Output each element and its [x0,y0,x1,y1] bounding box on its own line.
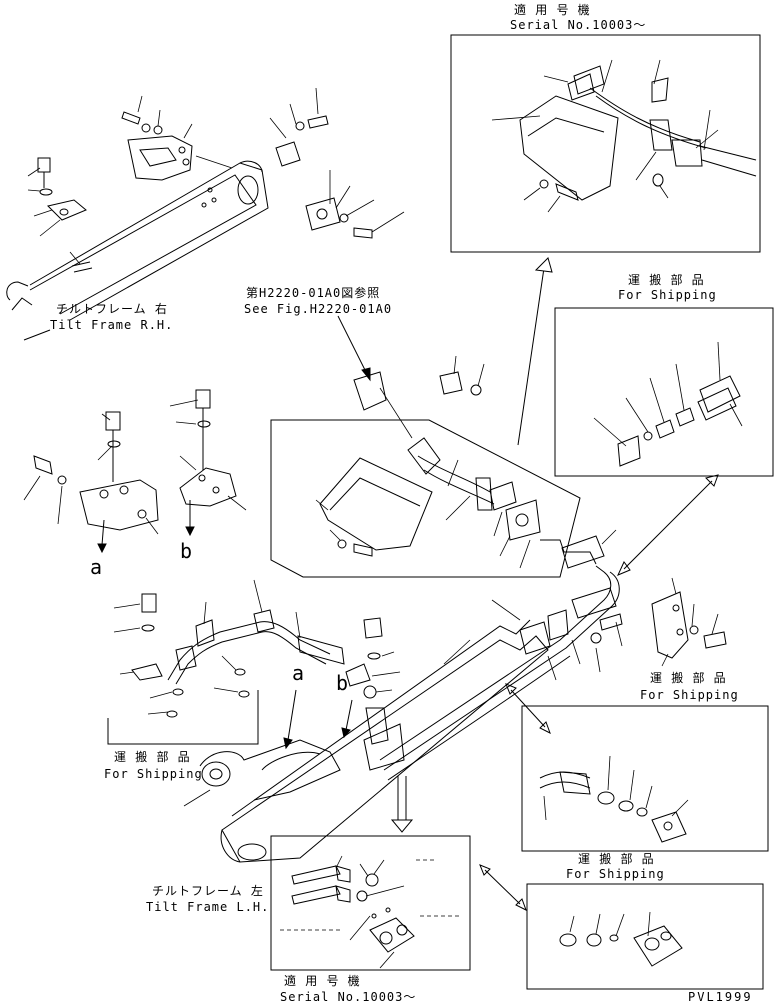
arrow-see-fig [337,315,371,382]
see-fig-en: See Fig.H2220-01A0 [244,302,393,316]
shipping-3-parts [539,755,689,843]
arrow-ref-a-lower [283,689,297,750]
bracket-b [169,389,247,511]
shipping-bracket-2 [107,690,259,745]
hoses-main [363,529,623,781]
serial-bottom-jp: 適 用 号 機 [284,974,361,988]
ref-label-b-upper: b [180,539,193,563]
shipping-4-jp: 運 搬 部 品 [578,852,655,866]
tilt-frame-rh-bracket [127,135,193,181]
ref-label-a-lower: a [292,661,305,685]
arrow-ship3-double [505,683,551,735]
shipping-4-en: For Shipping [566,867,665,881]
bracket-a [23,411,159,535]
page-code: PVL1999 [688,990,753,1004]
serial-top-jp: 適 用 号 機 [514,3,591,17]
detail-box-serial-bottom [270,835,471,971]
serial-top-parts [491,59,757,213]
shipping-bracket-en: For Shipping [104,767,203,781]
tilt-frame-lh [183,619,549,863]
pipe-left-loop [113,579,401,718]
ref-label-a-upper: a [90,555,103,579]
detail-box-serial-top [450,34,761,253]
shipping-4-parts [559,911,683,967]
tilt-frame-rh-bolts [37,111,373,273]
shipping-1-en: For Shipping [618,288,717,302]
arrow-ref-a-down [97,519,107,554]
shipping-1-parts [593,341,743,467]
tilt-frame-rh-en: Tilt Frame R.H. [50,318,174,332]
shipping-2-jp: 運 搬 部 品 [650,671,727,685]
detail-box-main-tilted [270,419,581,578]
tilt-frame-lh-jp: チルトフレーム 左 [152,884,264,898]
arrow-ref-b-lower [341,699,353,739]
tilt-frame-lh-en: Tilt Frame L.H. [146,900,270,914]
arrow-to-serial-top [517,257,553,446]
shipping-bracket-jp: 運 搬 部 品 [114,750,191,764]
detail-box-shipping-3 [521,705,769,852]
arrow-ref-b-down [185,500,195,537]
serial-bottom-en: Serial No.10003～ [280,990,417,1004]
arrow-ship4-double [479,864,527,912]
detail-box-shipping-1 [554,307,774,477]
arrow-down-to-serial-bottom [390,776,414,833]
tilt-frame-rh [6,160,269,341]
main-detail-parts [315,371,541,569]
shipping-2-en: For Shipping [640,688,739,702]
arrow-ship1-double [617,474,719,576]
shipping-2-parts [651,577,727,667]
see-fig-jp: 第H2220-01A0図参照 [246,286,381,300]
detail-box-shipping-4 [526,883,764,990]
leader-lines-rh [27,87,405,265]
shipping-1-jp: 運 搬 部 品 [628,273,705,287]
serial-bottom-parts [280,855,460,969]
serial-top-en: Serial No.10003～ [510,18,647,32]
tilt-frame-rh-jp: チルトフレーム 右 [56,302,168,316]
ref-label-b-lower: b [336,671,349,695]
bolts-center [439,355,485,396]
